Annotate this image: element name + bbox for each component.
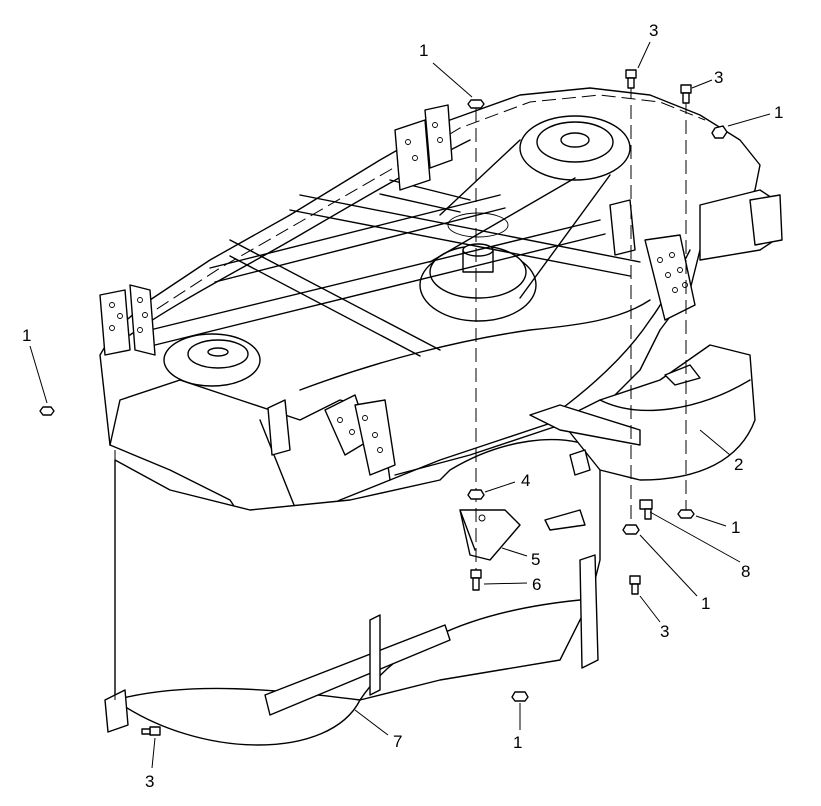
- side-baffle-2: [529, 344, 756, 481]
- mount-bracket-small: [267, 199, 636, 456]
- callout-6: 6: [532, 575, 541, 594]
- leader-lines: [29, 41, 771, 769]
- spindle-pulley-right: [519, 115, 631, 181]
- mount-bracket-left-rear: [99, 284, 156, 356]
- callout-1: 1: [513, 733, 522, 752]
- nut-1d: [677, 509, 695, 519]
- bolt-8: [639, 499, 653, 520]
- nut-1a: [467, 99, 485, 109]
- hardware: [39, 69, 728, 736]
- nut-4: [467, 489, 485, 500]
- spindle-pulley-left: [163, 333, 261, 387]
- bolt-3b: [680, 84, 692, 104]
- nut-1e: [622, 524, 640, 535]
- callout-3: 3: [660, 622, 669, 641]
- callout-1: 1: [774, 103, 783, 122]
- bolt-3c: [629, 575, 641, 595]
- callout-5: 5: [531, 550, 540, 569]
- callout-2: 2: [734, 455, 743, 474]
- mount-bracket-rear-center: [394, 104, 453, 191]
- callout-7: 7: [393, 732, 402, 751]
- callout-8: 8: [741, 562, 750, 581]
- mount-bracket-right: [644, 234, 696, 321]
- callout-3: 3: [714, 68, 723, 87]
- callout-1: 1: [701, 594, 710, 613]
- bolt-3d: [141, 726, 161, 736]
- bolt-3a: [625, 69, 637, 89]
- nut-1c: [39, 406, 55, 416]
- deck-rim-dashed: [139, 94, 706, 321]
- callout-3: 3: [649, 21, 658, 40]
- baffle-stiffener: [264, 624, 451, 716]
- deck-frame-rails: [149, 179, 641, 357]
- nut-1f: [511, 691, 529, 702]
- callout-4: 4: [521, 471, 530, 490]
- callout-1: 1: [419, 41, 428, 60]
- callout-1: 1: [22, 326, 31, 345]
- drive-belt: [429, 139, 611, 299]
- nut-1b: [711, 125, 728, 139]
- mount-bracket-left-front: [324, 394, 396, 476]
- baffle-bracket-5: [459, 509, 521, 561]
- callout-3: 3: [145, 772, 154, 791]
- callout-1: 1: [731, 518, 740, 537]
- callouts: 1 3 3 1 1 2 4 5 6 1 8 1 3 7 1 3: [22, 21, 783, 791]
- bolt-6: [470, 569, 482, 591]
